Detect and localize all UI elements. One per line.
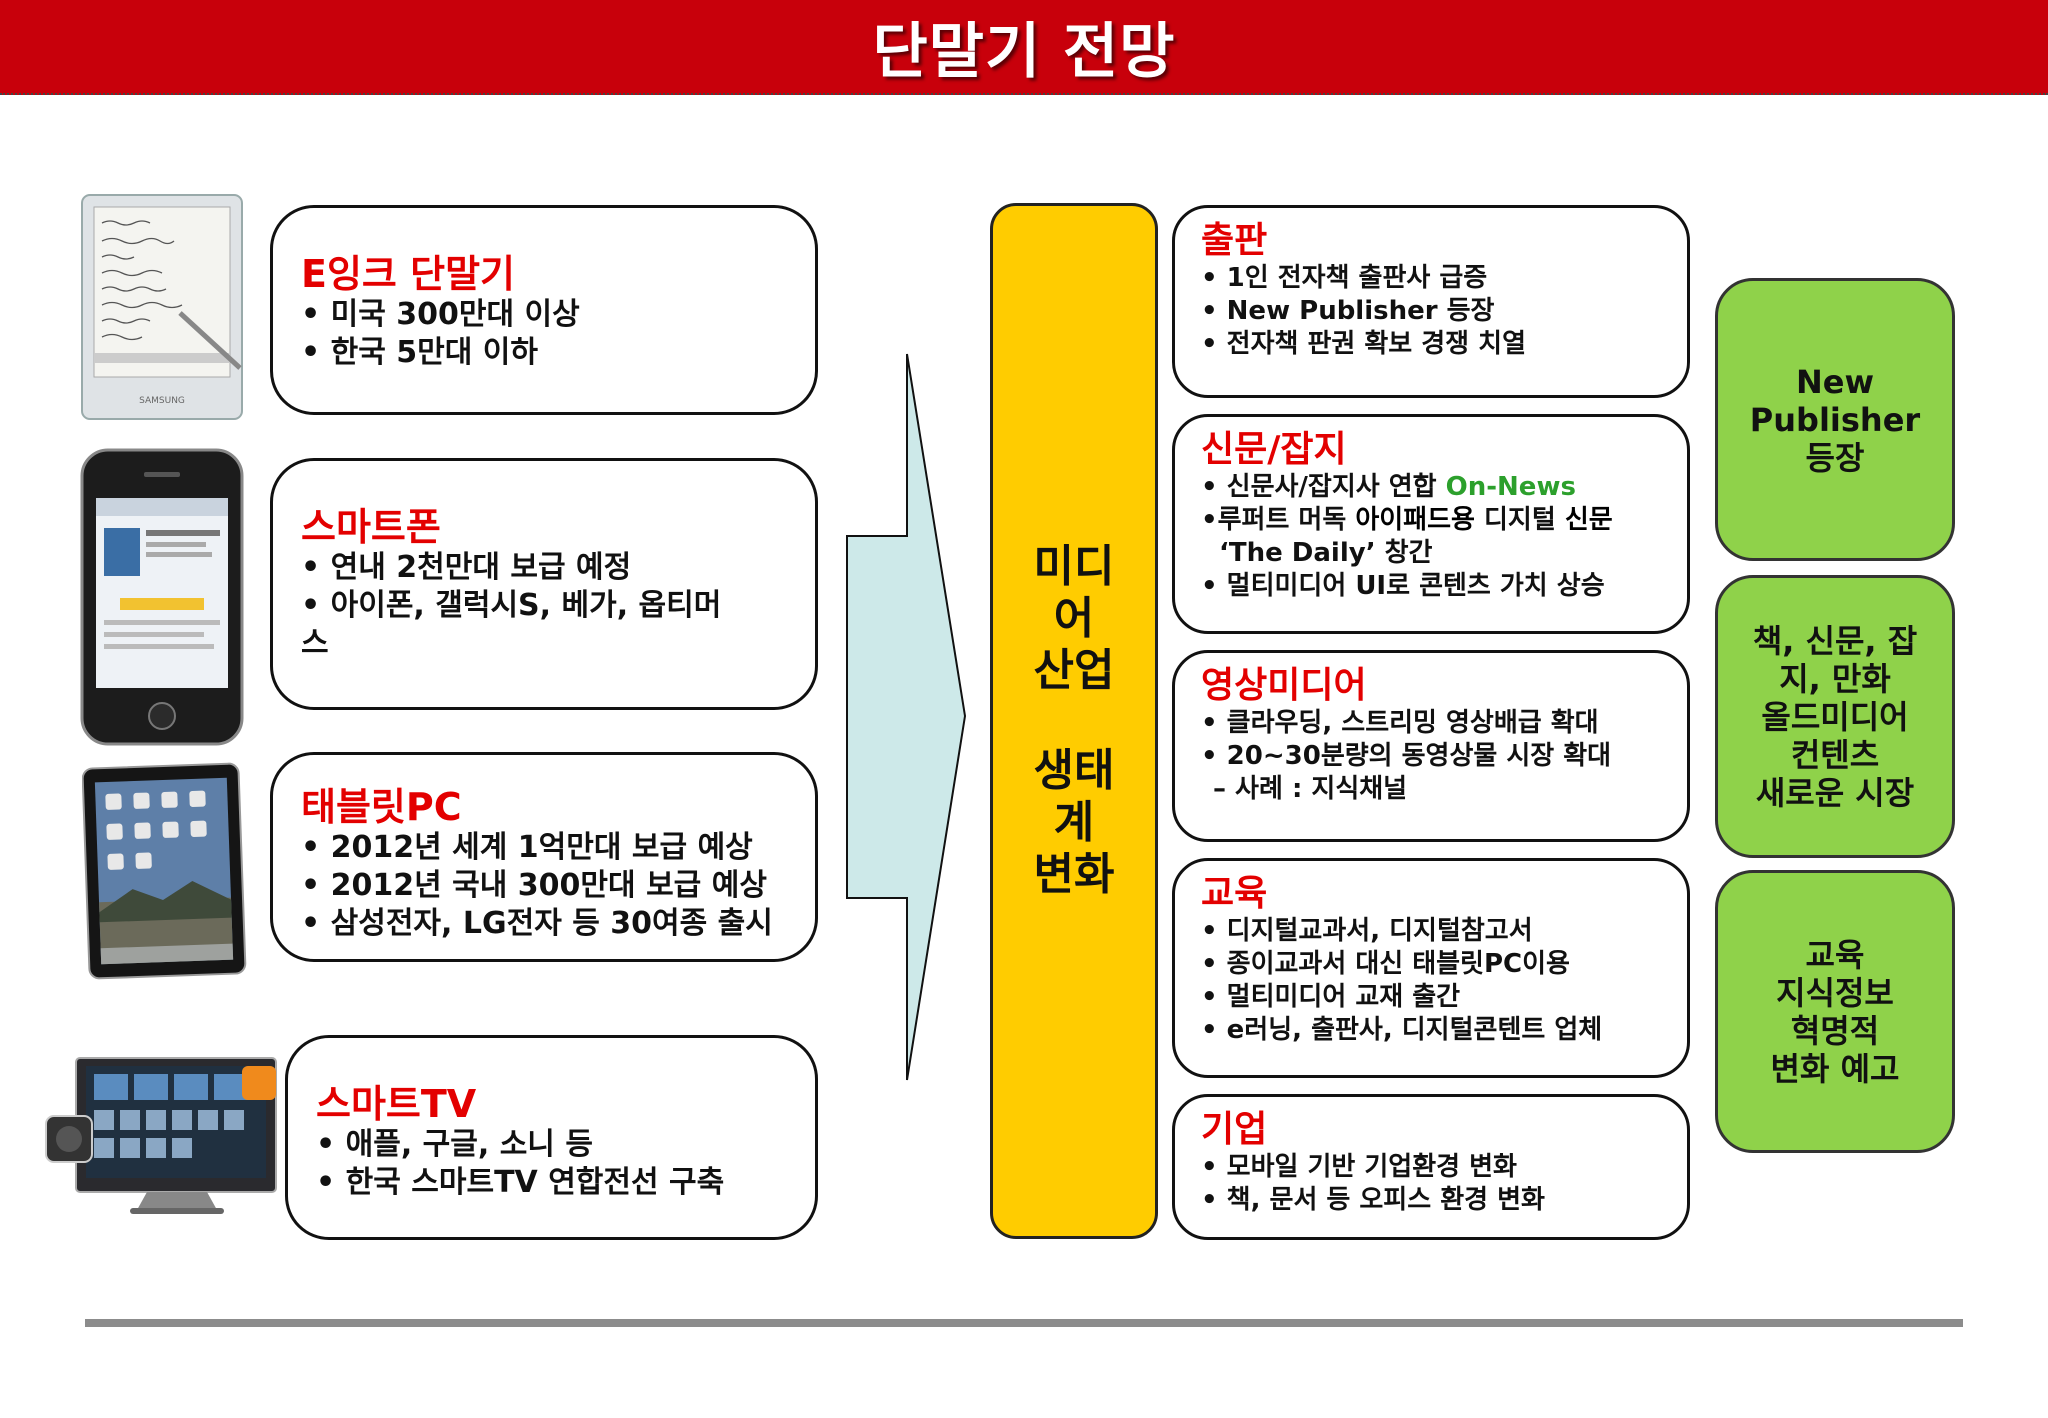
- device-line: • 연내 2천만대 보급 예정: [301, 550, 632, 585]
- media-line: • 책, 문서 등 오피스 환경 변화: [1201, 1185, 1545, 1215]
- media-line-text: •루퍼트 머독: [1201, 505, 1356, 535]
- ipad-highlight: 아이패드용: [1355, 505, 1475, 535]
- newspaper-highlight: 신문: [1564, 505, 1613, 535]
- media-line: • New Publisher 등장: [1201, 296, 1495, 326]
- outcome-box-old-media: 책, 신문, 잡 지, 만화 올드미디어 컨텐츠 새로운 시장: [1715, 575, 1955, 858]
- media-heading-enterprise: 기업: [1201, 1109, 1268, 1150]
- media-heading-publishing: 출판: [1201, 220, 1268, 261]
- media-line-text: 디지털: [1474, 505, 1565, 535]
- media-line: • 전자책 판권 확보 경쟁 치열: [1201, 329, 1526, 359]
- media-line: – 사례 : 지식채널: [1213, 774, 1408, 804]
- outcome-text: 변화 예고: [1770, 1049, 1900, 1088]
- device-heading-smartphone: 스마트폰: [301, 505, 441, 549]
- tablet-image: [82, 762, 247, 980]
- device-line: • 아이폰, 갤럭시S, 베가, 옵티머: [301, 588, 722, 623]
- media-line: • 20~30분량의 동영상물 시장 확대: [1201, 741, 1612, 771]
- media-line: • 1인 전자책 출판사 급증: [1201, 263, 1488, 293]
- media-line: ‘The Daily’ 창간: [1219, 538, 1433, 568]
- outcome-text: New: [1795, 362, 1875, 401]
- media-line: • 멀티미디어 UI로 콘텐츠 가치 상승: [1201, 571, 1605, 601]
- center-text: 미디: [1033, 541, 1115, 592]
- outcome-text: 지식정보: [1776, 973, 1894, 1012]
- on-news-highlight: On-News: [1445, 472, 1576, 502]
- device-line: • 2012년 국내 300만대 보급 예상: [301, 868, 767, 903]
- device-heading-smarttv: 스마트TV: [316, 1082, 477, 1126]
- center-text: 산업: [1033, 645, 1115, 696]
- ereader-brand: SAMSUNG: [139, 396, 185, 406]
- media-heading-video: 영상미디어: [1201, 665, 1367, 706]
- device-line: • 미국 300만대 이상: [301, 297, 580, 332]
- flow-arrow: [846, 353, 967, 1081]
- media-box-education: 교육 • 디지털교과서, 디지털참고서 • 종이교과서 대신 태블릿PC이용 •…: [1172, 858, 1690, 1078]
- center-text: 변화: [1033, 849, 1115, 900]
- media-industry-column: 미디 어 산업 생태 계 변화: [990, 203, 1158, 1239]
- center-text: 어: [1053, 593, 1095, 644]
- outcome-text: 등장: [1805, 438, 1865, 477]
- device-line: • 한국 스마트TV 연합전선 구축: [316, 1165, 725, 1200]
- device-box-smartphone: 스마트폰 • 연내 2천만대 보급 예정 • 아이폰, 갤럭시S, 베가, 옵티…: [270, 458, 818, 710]
- center-text: 계: [1053, 797, 1095, 848]
- outcome-text: 컨텐츠: [1790, 735, 1880, 774]
- device-box-smarttv: 스마트TV • 애플, 구글, 소니 등 • 한국 스마트TV 연합전선 구축: [285, 1035, 818, 1240]
- media-line: • 모바일 기반 기업환경 변화: [1201, 1152, 1517, 1182]
- device-box-tablet: 태블릿PC • 2012년 세계 1억만대 보급 예상 • 2012년 국내 3…: [270, 752, 818, 962]
- media-heading-education: 교육: [1201, 873, 1268, 914]
- title-bar: 단말기 전망: [0, 0, 2048, 95]
- media-line: • 클라우딩, 스트리밍 영상배급 확대: [1201, 708, 1599, 738]
- bottom-divider: [85, 1319, 1963, 1327]
- media-line: •루퍼트 머독 아이패드용 디지털 신문: [1201, 504, 1665, 537]
- ereader-image: SAMSUNG: [81, 194, 243, 420]
- device-line: 스: [301, 626, 329, 661]
- outcome-box-education: 교육 지식정보 혁명적 변화 예고: [1715, 870, 1955, 1153]
- device-box-eink: E잉크 단말기 • 미국 300만대 이상 • 한국 5만대 이하: [270, 205, 818, 415]
- outcome-text: 새로운 시장: [1755, 773, 1915, 812]
- media-line: • e러닝, 출판사, 디지털콘텐트 업체: [1201, 1015, 1603, 1045]
- outcome-text: 책, 신문, 잡: [1752, 621, 1918, 660]
- device-line: • 한국 5만대 이하: [301, 335, 538, 370]
- outcome-text: 혁명적: [1790, 1011, 1880, 1050]
- outcome-text: 지, 만화: [1779, 659, 1891, 698]
- media-box-enterprise: 기업 • 모바일 기반 기업환경 변화 • 책, 문서 등 오피스 환경 변화: [1172, 1094, 1690, 1240]
- media-box-video: 영상미디어 • 클라우딩, 스트리밍 영상배급 확대 • 20~30분량의 동영…: [1172, 650, 1690, 842]
- outcome-box-publisher: New Publisher 등장: [1715, 278, 1955, 561]
- outcome-text: 올드미디어: [1761, 697, 1909, 736]
- page-title: 단말기 전망: [872, 17, 1176, 87]
- device-heading-tablet: 태블릿PC: [301, 785, 462, 829]
- media-line: • 멀티미디어 교재 출간: [1201, 982, 1461, 1012]
- media-line-text: • 신문사/잡지사 연합: [1201, 472, 1446, 502]
- media-line: • 종이교과서 대신 태블릿PC이용: [1201, 949, 1570, 979]
- media-box-newspaper: 신문/잡지 • 신문사/잡지사 연합 On-News •루퍼트 머독 아이패드용…: [1172, 414, 1690, 634]
- media-line: • 디지털교과서, 디지털참고서: [1201, 916, 1533, 946]
- outcome-text: 교육: [1805, 935, 1865, 974]
- media-heading-newspaper: 신문/잡지: [1201, 429, 1347, 470]
- smartphone-image: [80, 448, 244, 746]
- center-text: 생태: [1033, 745, 1115, 796]
- media-line: • 신문사/잡지사 연합 On-News: [1201, 471, 1665, 504]
- device-line: • 애플, 구글, 소니 등: [316, 1127, 593, 1162]
- smarttv-image: [45, 1057, 277, 1214]
- device-line: • 2012년 세계 1억만대 보급 예상: [301, 830, 753, 865]
- media-box-publishing: 출판 • 1인 전자책 출판사 급증 • New Publisher 등장 • …: [1172, 205, 1690, 398]
- device-heading-eink: E잉크 단말기: [301, 252, 515, 296]
- outcome-text: Publisher: [1749, 400, 1921, 439]
- device-line: • 삼성전자, LG전자 등 30여종 출시: [301, 906, 773, 941]
